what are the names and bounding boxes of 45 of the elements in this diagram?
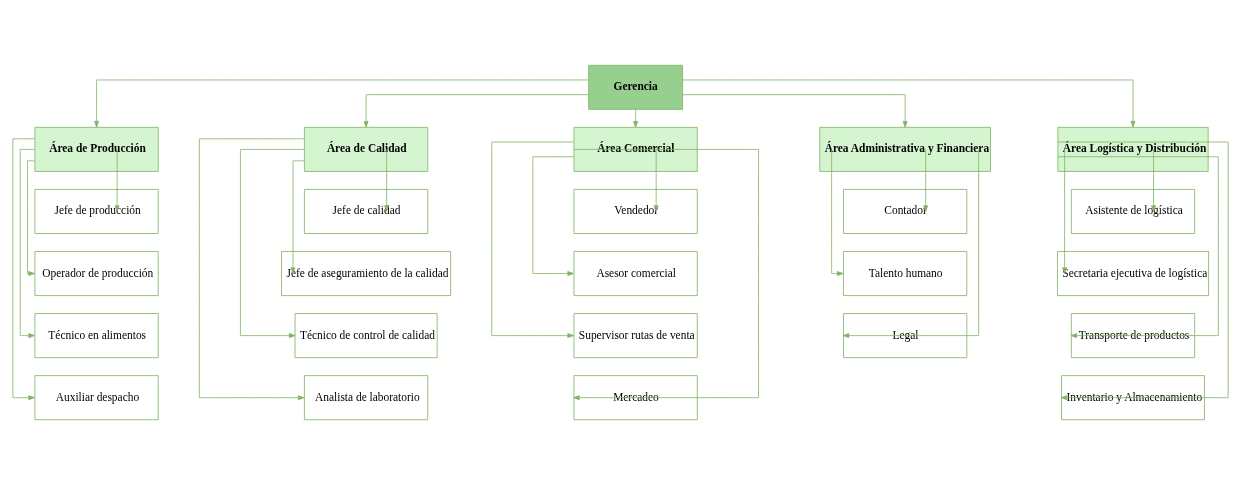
arrow: [923, 148, 929, 212]
arrow: [240, 148, 305, 338]
arrow: [12, 137, 35, 400]
arrow: [653, 148, 659, 212]
node-box: Auxiliar despacho: [34, 374, 159, 420]
node-box: Jefe de calidad: [304, 188, 429, 234]
node-box: Supervisor rutas de venta: [573, 312, 698, 358]
arrow: [27, 159, 35, 276]
arrow: [1057, 141, 1229, 400]
node-box: Jefe de producción: [34, 188, 159, 234]
arrow: [1151, 148, 1156, 212]
node-box: Área de Calidad: [304, 126, 429, 172]
node-box: Gerencia: [588, 64, 683, 110]
arrow: [682, 79, 1136, 127]
arrow: [831, 148, 844, 276]
arrow: [19, 148, 35, 338]
node-box: Asesor comercial: [573, 250, 698, 296]
node-box: Analista de laboratorio: [304, 374, 429, 420]
arrow: [491, 141, 574, 338]
arrow: [1057, 155, 1219, 338]
arrow: [94, 79, 589, 127]
arrow: [198, 137, 305, 400]
arrow: [633, 108, 638, 128]
node-box: Asistente de logística: [1070, 188, 1196, 234]
arrow: [290, 159, 305, 274]
arrow: [363, 93, 589, 128]
arrow: [114, 148, 120, 212]
arrow: [1062, 148, 1067, 274]
node-box: Técnico de control de calidad: [294, 312, 438, 358]
node-box: Área Logística y Distribución: [1057, 126, 1209, 172]
node-box: Jefe de aseguramiento de la calidad: [281, 250, 452, 296]
arrow: [532, 155, 574, 276]
node-box: Área de Producción: [34, 126, 159, 172]
node-box: Operador de producción: [34, 250, 159, 296]
node-box: Vendedor: [573, 188, 698, 234]
node-box: Técnico en alimentos: [34, 312, 159, 358]
node-box: Contador: [843, 188, 968, 234]
node-box: Talento humano: [843, 250, 968, 296]
arrow: [842, 148, 980, 338]
arrow: [573, 148, 759, 400]
node-box: Área Administrativa y Financiera: [819, 126, 991, 172]
arrow: [682, 93, 908, 128]
node-box: Área Comercial: [573, 126, 698, 172]
arrow: [384, 148, 390, 212]
node-box: Secretaria ejecutiva de logística: [1057, 250, 1209, 296]
